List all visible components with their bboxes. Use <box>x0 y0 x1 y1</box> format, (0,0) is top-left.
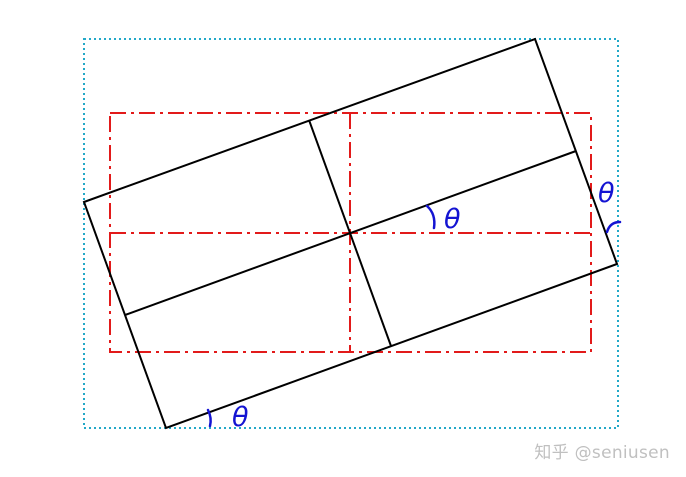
watermark: 知乎 @seniusen <box>534 443 670 463</box>
angle-label-bottom: θ <box>232 402 249 433</box>
angle-annotations <box>206 204 622 428</box>
angle-arc-right-icon <box>605 220 622 234</box>
rotated-bounding-box <box>83 38 619 429</box>
rotated-rectangle <box>82 37 619 430</box>
angle-arc-center-icon <box>425 204 436 230</box>
rotated-rectangle-midline-short <box>308 119 392 347</box>
angle-label-center: θ <box>444 204 461 235</box>
angle-arc-bottom-icon <box>206 408 212 428</box>
angle-label-right: θ <box>598 178 615 209</box>
rotated-rectangle-border <box>82 37 619 430</box>
